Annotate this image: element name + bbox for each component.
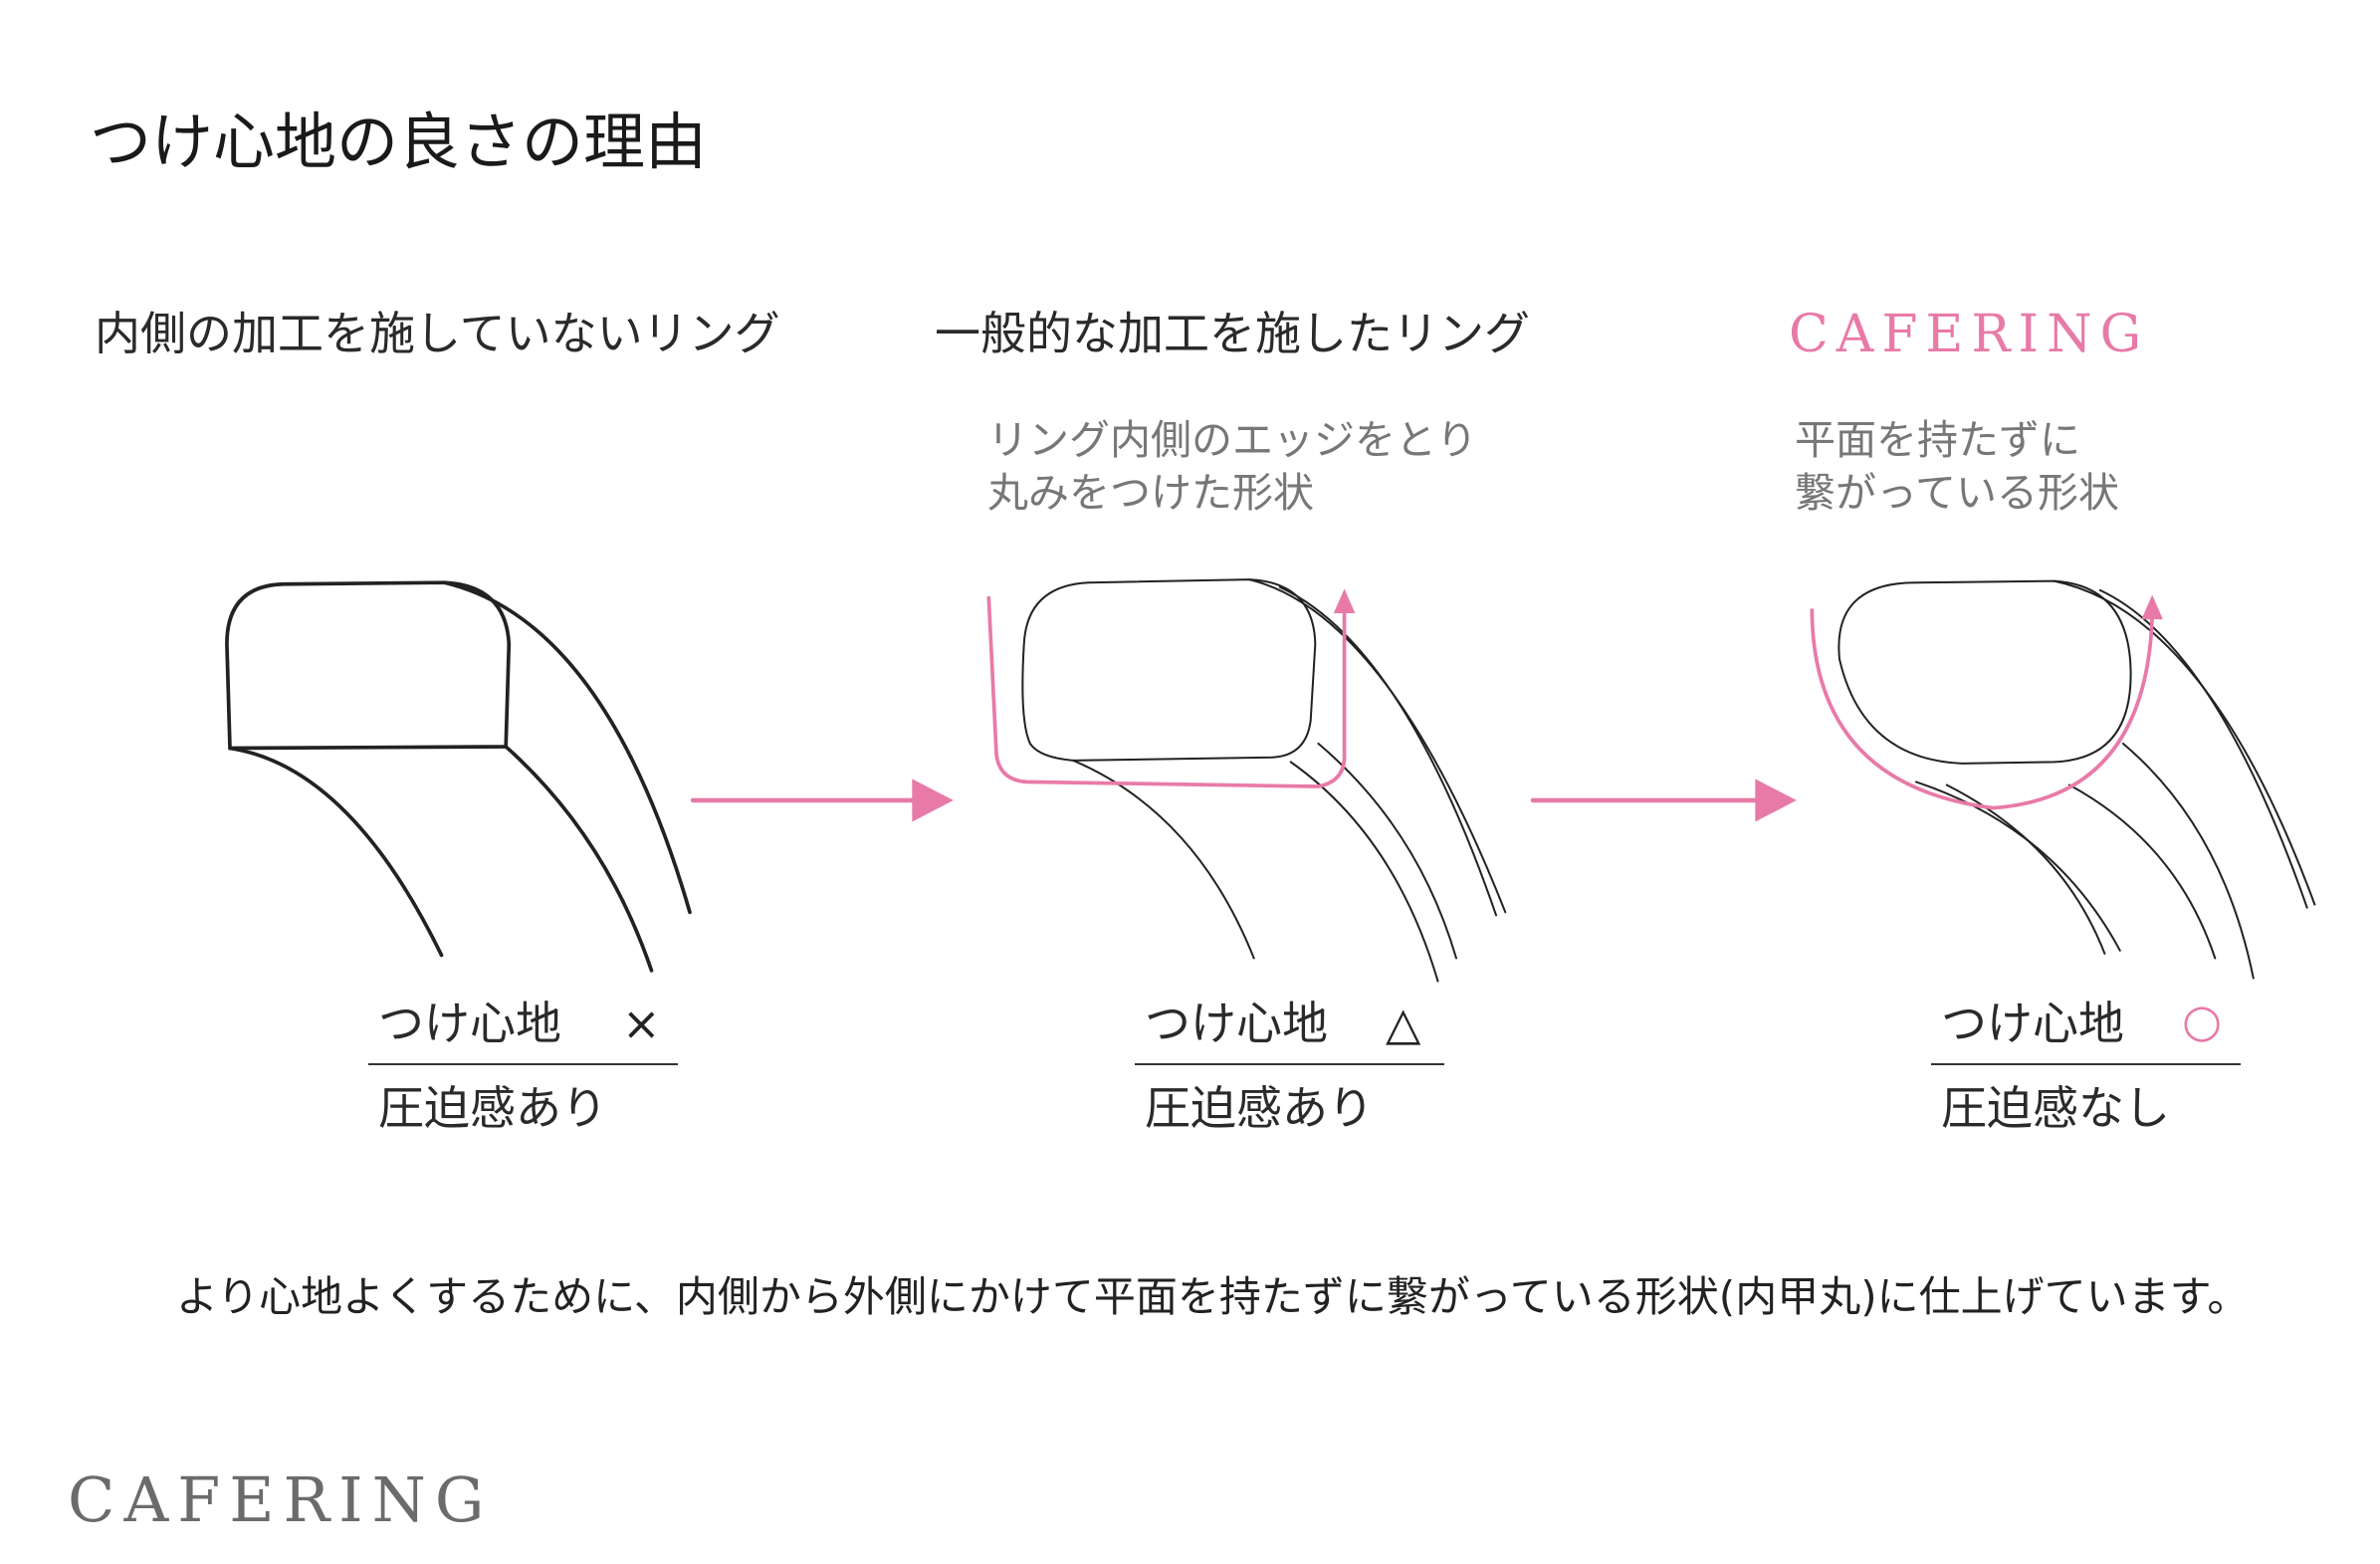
comfort-label: つけ心地 <box>1145 997 1328 1050</box>
heading-untreated-ring: 内側の加工を施していないリング <box>95 307 780 360</box>
circle-mark-icon: ○ <box>2182 994 2223 1047</box>
heading-cafering: CAFERING <box>1789 305 2150 364</box>
triangle-mark-icon: △ <box>1386 997 1421 1050</box>
comfort-label: つけ心地 <box>1941 997 2124 1050</box>
description-line-1: リング内側のエッジをとり <box>987 416 1477 464</box>
explanation-note: より心地よくするために、内側から外側にかけて平面を持たずに繋がっている形状(内甲… <box>176 1272 2250 1321</box>
pressure-label: 圧迫感なし <box>1941 1081 2170 1135</box>
pressure-label: 圧迫感あり <box>378 1081 607 1135</box>
comfort-label: つけ心地 <box>378 997 561 1050</box>
pink-contour-3 <box>1810 594 2163 810</box>
page-title: つけ心地の良さの理由 <box>90 106 708 178</box>
arrow-right-1 <box>690 779 954 822</box>
footer-logo: CAFERING <box>68 1463 494 1536</box>
ring-profile-cafering <box>1838 579 2316 980</box>
heading-standard-ring: 一般的な加工を施したリング <box>935 307 1530 360</box>
divider <box>1931 1063 2241 1065</box>
pink-contour-2 <box>986 588 1356 788</box>
ring-profile-rounded-edge <box>1021 578 1507 983</box>
description-line-2: 丸みをつけた形状 <box>987 469 1314 517</box>
cross-mark-icon: × <box>622 997 661 1050</box>
description-line-1: 平面を持たずに <box>1795 416 2080 464</box>
arrow-right-2 <box>1530 779 1797 822</box>
divider <box>368 1063 678 1065</box>
divider <box>1135 1063 1444 1065</box>
description-line-2: 繋がっている形状 <box>1795 469 2119 517</box>
ring-profile-flat <box>225 580 692 973</box>
pressure-label: 圧迫感あり <box>1145 1081 1374 1135</box>
